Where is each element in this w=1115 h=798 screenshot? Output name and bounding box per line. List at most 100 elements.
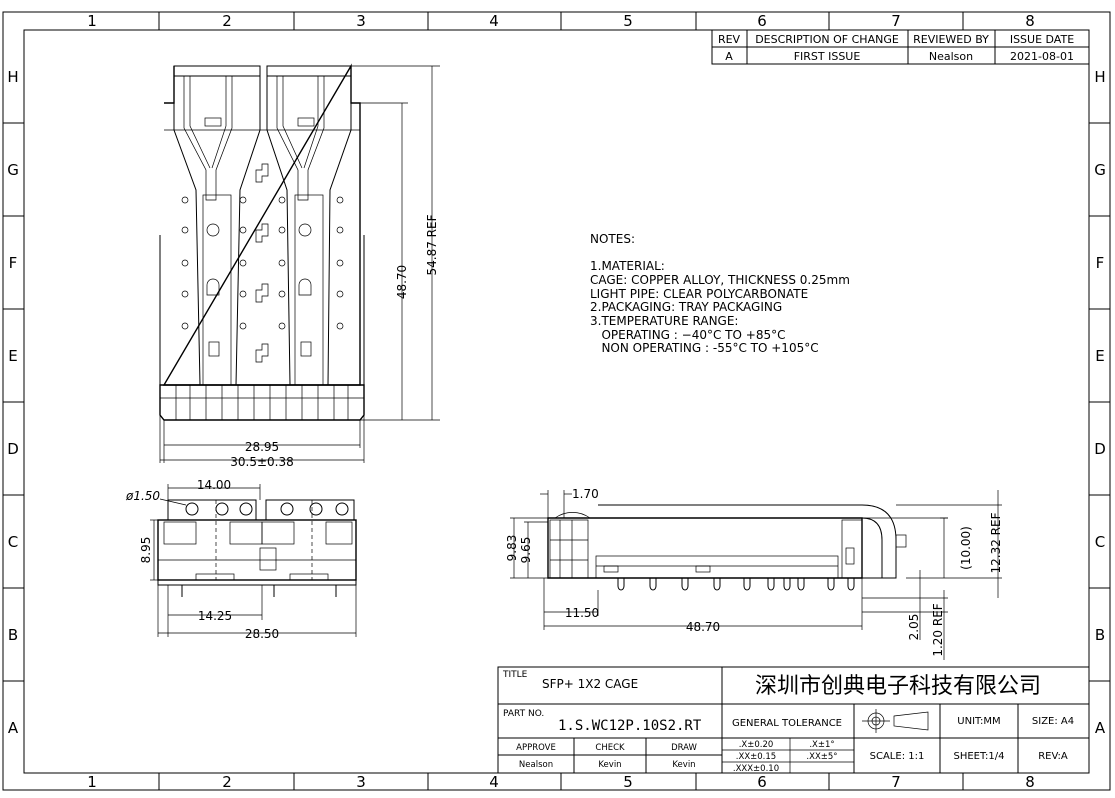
column-dividers — [158, 12, 964, 790]
col-label-bottom-7: 7 — [891, 773, 901, 791]
side-view-dimension-lines — [510, 490, 1002, 660]
tolerance-xxx: .XXX±0.10 — [733, 764, 779, 774]
sheet-label: SHEET:1/4 — [954, 751, 1005, 762]
reviewed-by-value: Nealson — [929, 50, 973, 63]
issue-date-value: 2021-08-01 — [1010, 50, 1074, 63]
issue-date-header: ISSUE DATE — [1010, 33, 1074, 46]
row-label-left-a: A — [8, 719, 19, 737]
col-label-top-8: 8 — [1025, 12, 1035, 30]
scale-label: SCALE: 1:1 — [870, 751, 925, 762]
part-no-label: PART NO. — [503, 709, 544, 719]
rev-value: A — [725, 50, 733, 63]
row-label-left-c: C — [8, 533, 18, 551]
dim-height-inner: 48.70 — [395, 265, 409, 299]
col-label-top-3: 3 — [356, 12, 366, 30]
row-dividers — [3, 122, 1110, 682]
part-number: 1.S.WC12P.10S2.RT — [558, 718, 702, 734]
title-label: TITLE — [502, 670, 528, 680]
row-label-left-e: E — [8, 347, 17, 365]
general-tolerance-label: GENERAL TOLERANCE — [732, 718, 842, 729]
row-label-right-f: F — [1096, 254, 1105, 272]
title-block: TITLE PART NO. SFP+ 1X2 CAGE 深圳市创典电子科技有限… — [497, 666, 1090, 774]
note-line-6: OPERATING : −40°C TO +85°C — [590, 328, 785, 342]
col-label-top-4: 4 — [489, 12, 499, 30]
dim-front-width: 28.50 — [245, 627, 279, 641]
drawing-title: SFP+ 1X2 CAGE — [542, 677, 638, 691]
revision-table: REV DESCRIPTION OF CHANGE REVIEWED BY IS… — [711, 29, 1090, 65]
side-view-drawing — [547, 504, 907, 591]
col-label-bottom-8: 8 — [1025, 773, 1035, 791]
dim-height-a: 9.83 — [505, 535, 519, 562]
col-label-bottom-4: 4 — [489, 773, 499, 791]
col-label-bottom-3: 3 — [356, 773, 366, 791]
check-name: Kevin — [598, 760, 621, 770]
draw-label: DRAW — [671, 743, 697, 753]
dim-width-outer: 30.5±0.38 — [230, 455, 294, 469]
col-label-bottom-2: 2 — [222, 773, 232, 791]
col-label-top-6: 6 — [757, 12, 767, 30]
note-line-3: LIGHT PIPE: CLEAR POLYCARBONATE — [590, 287, 808, 301]
col-label-top-5: 5 — [623, 12, 633, 30]
approve-name: Nealson — [519, 760, 553, 770]
col-label-top-7: 7 — [891, 12, 901, 30]
inner-frame — [23, 29, 1090, 774]
tolerance-xx: .XX±0.15 — [736, 752, 776, 762]
outer-frame — [2, 11, 1111, 791]
note-line-7: NON OPERATING : -55°C TO +105°C — [590, 341, 819, 355]
unit-label: UNIT:MM — [957, 716, 1000, 727]
notes-title: NOTES: — [590, 232, 635, 246]
front-view-drawing — [157, 499, 357, 597]
dim-pitch-bottom: 14.25 — [198, 609, 232, 623]
row-label-right-b: B — [1095, 626, 1105, 644]
front-view-dimension-lines — [150, 484, 357, 637]
notes-block: NOTES: 1.MATERIAL: CAGE: COPPER ALLOY, T… — [590, 232, 850, 355]
dim-hole: ø1.50 — [125, 489, 160, 503]
dim-height-ref: 54.87 REF — [425, 214, 439, 275]
row-label-right-a: A — [1095, 719, 1106, 737]
dim-width-inner: 28.95 — [245, 440, 279, 454]
col-label-bottom-5: 5 — [623, 773, 633, 791]
dim-offset-left: 11.50 — [565, 606, 599, 620]
dim-total-height: 12.32 REF — [989, 512, 1003, 573]
row-label-left-b: B — [8, 626, 18, 644]
dim-pin-b: 1.20 REF — [931, 603, 945, 656]
rev-label: REV:A — [1038, 751, 1068, 762]
angle-tolerance-xx: .XX±5° — [806, 752, 837, 762]
description-value: FIRST ISSUE — [794, 50, 861, 63]
note-line-2: CAGE: COPPER ALLOY, THICKNESS 0.25mm — [590, 273, 850, 287]
col-label-bottom-1: 1 — [87, 773, 97, 791]
draw-name: Kevin — [672, 760, 695, 770]
note-line-1: 1.MATERIAL: — [590, 259, 665, 273]
row-label-right-d: D — [1094, 440, 1106, 458]
row-label-right-c: C — [1095, 533, 1105, 551]
top-view-drawing — [159, 63, 365, 421]
reviewed-by-header: REVIEWED BY — [913, 33, 989, 46]
row-label-right-h: H — [1094, 68, 1105, 86]
dim-pin-a: 2.05 — [907, 614, 921, 641]
row-label-left-g: G — [7, 161, 19, 179]
row-label-left-h: H — [7, 68, 18, 86]
check-label: CHECK — [595, 743, 625, 753]
row-label-left-f: F — [9, 254, 18, 272]
dim-height-b: 9.65 — [519, 537, 533, 564]
dim-side-length: 48.70 — [686, 620, 720, 634]
col-label-bottom-6: 6 — [757, 773, 767, 791]
tolerance-x: .X±0.20 — [739, 740, 774, 750]
projection-symbol-icon — [862, 709, 929, 733]
row-label-right-g: G — [1094, 161, 1106, 179]
row-label-left-d: D — [7, 440, 19, 458]
dim-front-height: 8.95 — [139, 537, 153, 564]
note-line-4: 2.PACKAGING: TRAY PACKAGING — [590, 300, 782, 314]
dim-pipe-height: (10.00) — [959, 526, 973, 570]
company-name: 深圳市创典电子科技有限公司 — [755, 674, 1041, 699]
description-header: DESCRIPTION OF CHANGE — [755, 33, 899, 46]
dim-top-offset: 1.70 — [572, 487, 599, 501]
rev-header: REV — [718, 33, 741, 46]
angle-tolerance-x: .X±1° — [809, 740, 834, 750]
col-label-top-1: 1 — [87, 12, 97, 30]
top-view-dimension-lines — [159, 65, 440, 463]
dim-pitch-top: 14.00 — [197, 478, 231, 492]
note-line-5: 3.TEMPERATURE RANGE: — [590, 314, 738, 328]
size-label: SIZE: A4 — [1032, 716, 1074, 727]
